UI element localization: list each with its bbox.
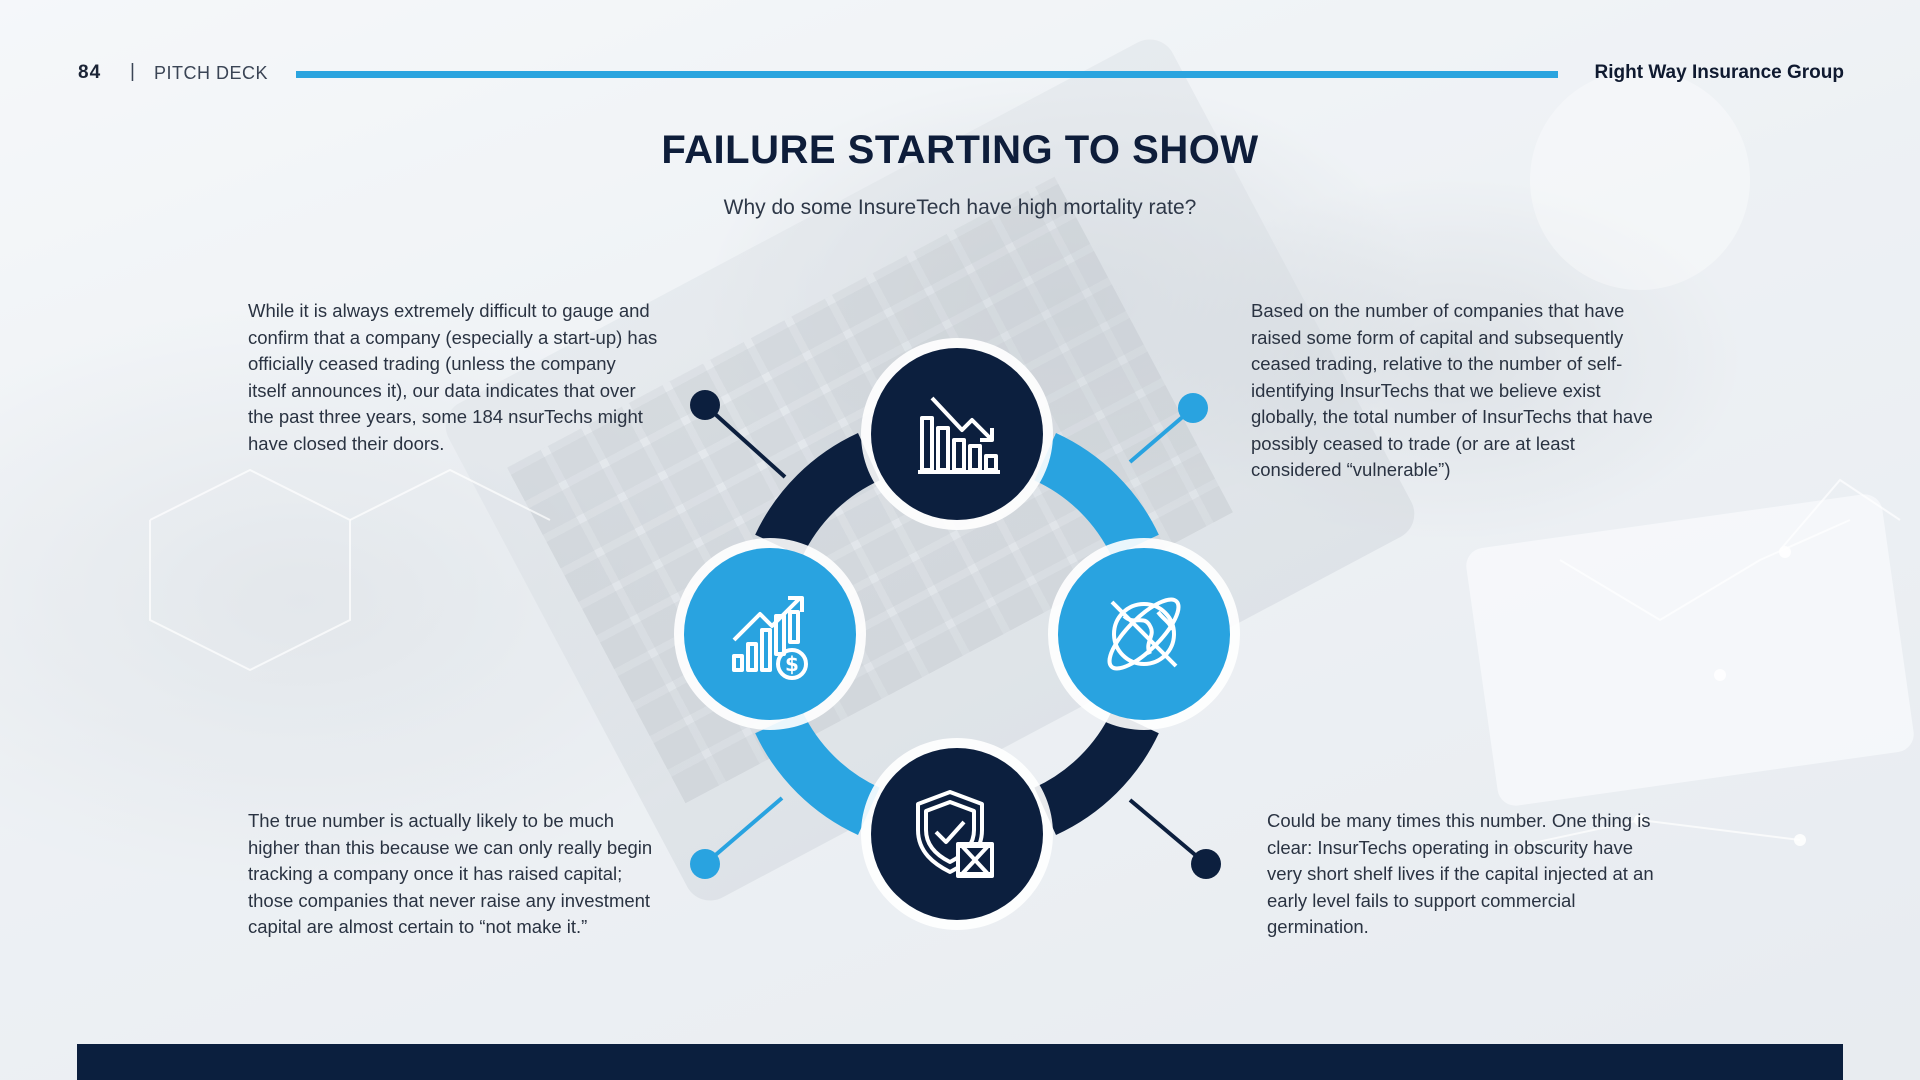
node-left: $ <box>674 538 866 730</box>
background-pie-shape <box>1530 70 1750 290</box>
header-separator: | <box>130 61 135 82</box>
page-number: 84 <box>78 62 102 83</box>
connector-top-left <box>690 390 787 479</box>
node-bottom <box>861 738 1053 930</box>
header-divider-line <box>296 71 1558 78</box>
declining-bar-chart-icon <box>918 396 1000 474</box>
node-right <box>1048 538 1240 730</box>
crossed-globe-icon <box>1107 597 1181 671</box>
slide-title: FAILURE STARTING TO SHOW <box>661 128 1259 172</box>
arc-bottom-left <box>755 710 881 835</box>
paragraph-bottom-left: The true number is actually likely to be… <box>248 810 653 937</box>
connector-top-right <box>1128 393 1208 464</box>
cycle-ring <box>755 433 1159 835</box>
growth-chart-dollar-icon: $ <box>732 596 808 680</box>
footer-bar <box>77 1044 1843 1080</box>
arc-top-left <box>755 433 881 558</box>
paragraph-top-left: While it is always extremely difficult t… <box>248 300 658 454</box>
paragraph-top-right: Based on the number of companies that ha… <box>1251 300 1653 480</box>
connector-bottom-left <box>690 796 784 879</box>
shield-hourglass-icon <box>916 790 994 878</box>
svg-text:$: $ <box>785 652 799 676</box>
company-name: Right Way Insurance Group <box>1594 62 1845 83</box>
arc-bottom-right <box>1033 710 1159 835</box>
slide-subtitle: Why do some InsureTech have high mortali… <box>723 196 1197 219</box>
connector-bottom-right <box>1128 798 1221 879</box>
paragraph-bottom-right: Could be many times this number. One thi… <box>1267 810 1654 937</box>
arc-top-right <box>1033 433 1159 558</box>
node-top <box>861 338 1053 530</box>
section-label: PITCH DECK <box>154 63 269 83</box>
